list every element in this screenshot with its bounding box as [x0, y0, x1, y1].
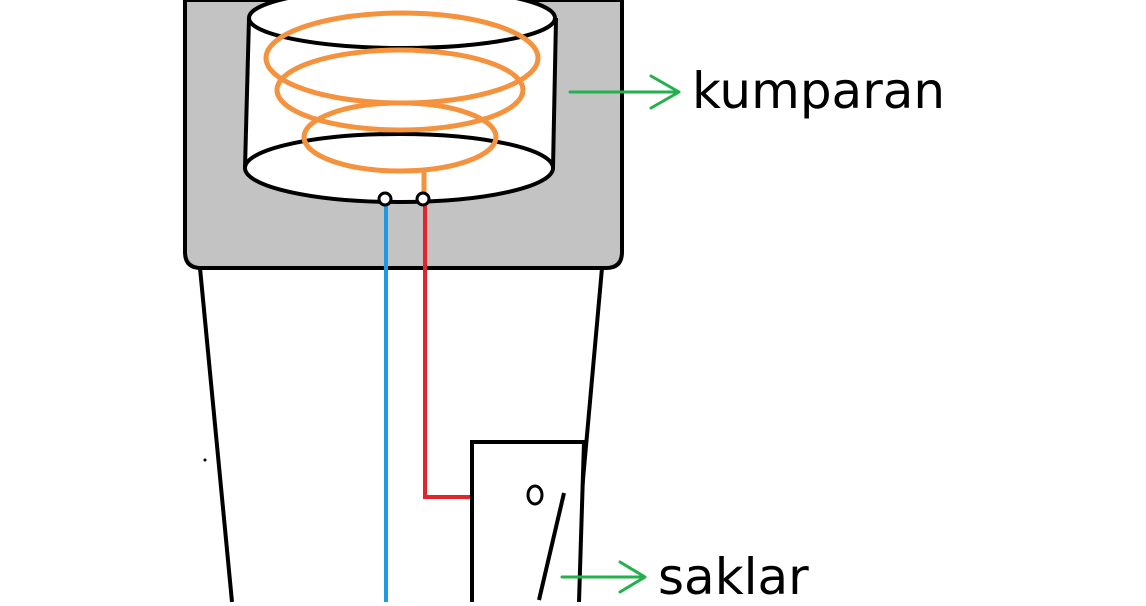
- switch-lever: [537, 492, 566, 601]
- arrow-to-kumparan: [568, 74, 681, 110]
- coil-turn: [274, 47, 526, 133]
- stray-dot: [203, 458, 207, 462]
- switch-box: [470, 440, 587, 602]
- cylinder-top-rim: [247, 0, 557, 50]
- arrow-to-saklar: [560, 560, 647, 594]
- cylinder-bottom-rim: [243, 132, 555, 204]
- label-saklar: saklar: [658, 548, 809, 606]
- coil-windings: [263, 10, 541, 196]
- label-kumparan: kumparan: [692, 62, 946, 120]
- switch-contact: [526, 484, 544, 506]
- terminal-right: [415, 191, 431, 207]
- terminal-left: [377, 191, 393, 207]
- coil-turn: [301, 100, 499, 174]
